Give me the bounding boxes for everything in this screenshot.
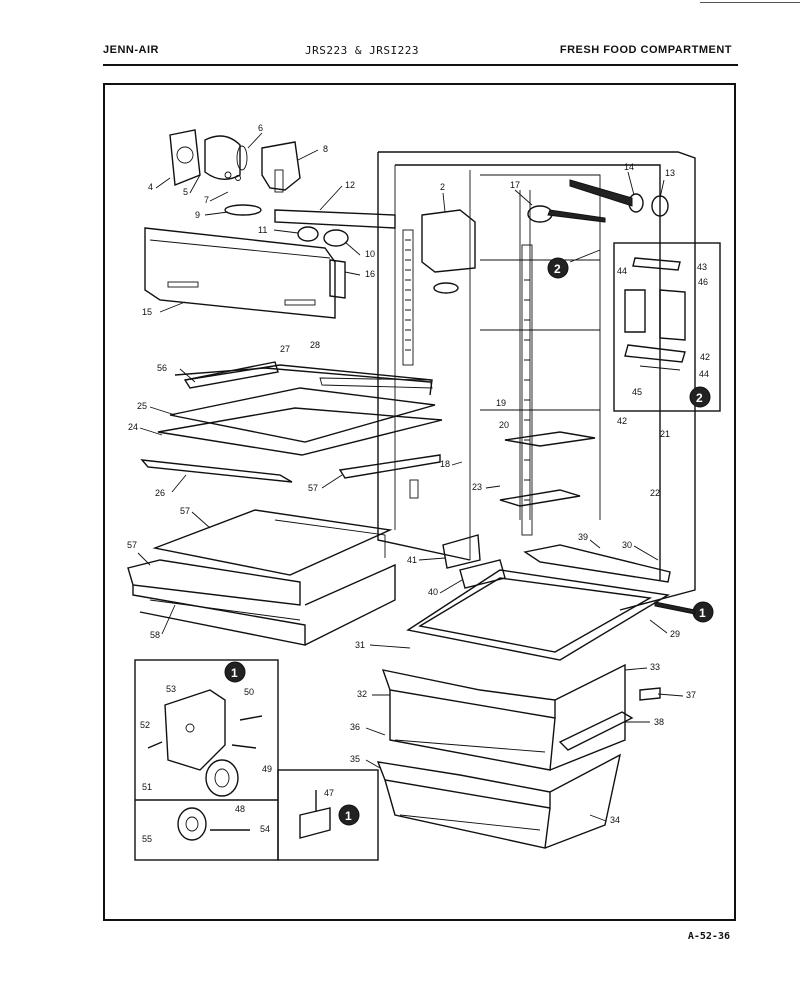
callout-18: 18 [440, 459, 450, 469]
meat-keeper-drawer [127, 509, 396, 646]
callout-59: 57 [127, 540, 137, 550]
callout-11: 11 [258, 225, 267, 235]
callout-54: 53 [166, 684, 176, 694]
callout-57b: 57 [308, 483, 318, 493]
callout-45: 44 [617, 266, 627, 276]
callout-8: 8 [323, 144, 328, 154]
callout-26: 26 [155, 488, 165, 498]
callout-17: 17 [510, 180, 520, 190]
callout-50: 49 [262, 764, 272, 774]
callout-30: 30 [622, 540, 632, 550]
shelf-ladder-left [402, 229, 414, 366]
callout-25: 25 [137, 401, 147, 411]
callout-53: 52 [140, 720, 150, 730]
callout-33: 33 [650, 662, 660, 672]
callout-12: 12 [345, 180, 355, 190]
detail-2-inset [613, 242, 721, 412]
callout-52: 51 [142, 782, 152, 792]
callout-22: 22 [650, 488, 660, 498]
drawer-slides [558, 687, 661, 751]
detail-badges: 1 1 1 2 2 [224, 249, 714, 826]
callout-47: 46 [698, 277, 708, 287]
shelf-ladder-right [521, 244, 533, 536]
callout-2: 2 [440, 182, 445, 192]
callout-37: 37 [686, 690, 696, 700]
header-rule [103, 64, 738, 66]
callout-35: 35 [350, 754, 360, 764]
callout-7: 7 [204, 195, 209, 205]
callout-43: 42 [700, 352, 710, 362]
badge-detail-1-b: 1 [699, 606, 706, 620]
callout-4: 4 [148, 182, 153, 192]
callout-48: 47 [324, 788, 334, 798]
control-panel [144, 227, 346, 319]
callout-36: 36 [350, 722, 360, 732]
callout-20: 20 [499, 420, 509, 430]
callout-15: 15 [142, 307, 152, 317]
callout-39: 39 [578, 532, 588, 542]
callout-6: 6 [258, 123, 263, 133]
callout-13: 13 [665, 168, 675, 178]
shelf-support-rail [409, 431, 596, 507]
part-callouts: 6 8 4 5 7 9 12 2 17 14 13 11 10 16 15 28… [127, 123, 710, 844]
badge-detail-1-c: 1 [345, 809, 352, 823]
callout-27: 27 [280, 344, 290, 354]
callout-51: 50 [244, 687, 254, 697]
badge-detail-2-b: 2 [696, 391, 703, 405]
callout-31: 31 [355, 640, 365, 650]
callout-46: 45 [632, 387, 642, 397]
badge-detail-1-a: 1 [231, 666, 238, 680]
callout-14: 14 [624, 162, 634, 172]
callout-9: 9 [195, 210, 200, 220]
cantilever-shelves [140, 361, 443, 483]
light-control-assembly [169, 129, 301, 216]
crisper-drawers [376, 544, 671, 849]
callout-24: 24 [128, 422, 138, 432]
top-hinge-parts [527, 179, 669, 223]
drawer-support-brackets [442, 534, 506, 589]
callout-38: 38 [654, 717, 664, 727]
callout-40: 40 [428, 587, 438, 597]
leader-lines [137, 132, 684, 822]
callout-21: 21 [660, 429, 670, 439]
callout-28: 28 [310, 340, 320, 350]
callout-23: 23 [472, 482, 482, 492]
section-title: FRESH FOOD COMPARTMENT [559, 44, 732, 56]
thermostat-housing [274, 209, 396, 247]
callout-44a: 43 [697, 262, 707, 272]
callout-5: 5 [183, 187, 188, 197]
callout-57a: 56 [157, 363, 167, 373]
callout-55: 54 [260, 824, 270, 834]
callout-49: 48 [235, 804, 245, 814]
drawing-code: A-52-36 [687, 931, 730, 942]
badge-detail-2-a: 2 [554, 262, 561, 276]
callout-16: 16 [365, 269, 375, 279]
cold-control-box [421, 209, 476, 294]
brand-label: JENN-AIR [103, 44, 159, 56]
callout-34: 34 [610, 815, 620, 825]
callout-32: 32 [357, 689, 367, 699]
callout-58: 57 [180, 506, 190, 516]
callout-42: 42 [617, 416, 627, 426]
callout-41: 41 [407, 555, 417, 565]
callout-56: 55 [142, 834, 152, 844]
callout-44b: 44 [699, 369, 709, 379]
callout-60: 58 [150, 630, 160, 640]
model-numbers: JRS223 & JRSI223 [305, 44, 419, 57]
callout-29: 29 [670, 629, 680, 639]
diagram-frame [103, 83, 736, 921]
callout-10: 10 [365, 249, 375, 259]
top-edge-line [700, 2, 800, 3]
detail-1-inset [134, 659, 379, 861]
callout-19: 19 [496, 398, 506, 408]
